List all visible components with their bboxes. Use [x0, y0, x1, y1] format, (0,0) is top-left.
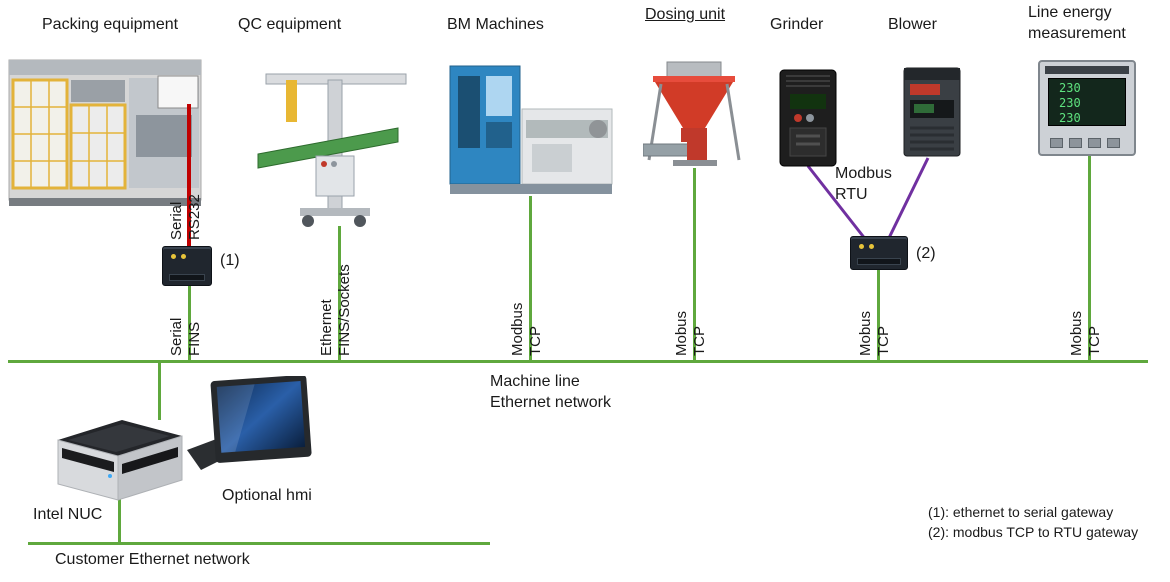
ethernet-fins-sockets-label: Ethernet FINS/Sockets — [318, 264, 354, 356]
ethernet-fins-sockets-label-line1: Ethernet — [318, 299, 335, 356]
customer-bus-line — [28, 542, 490, 545]
dosing-unit-label: Dosing unit — [645, 6, 726, 23]
bm-machines-image — [448, 64, 616, 199]
gateway-led-icon — [181, 254, 186, 259]
mobus-tcp-label-gw2-line2: TCP — [875, 326, 892, 356]
ethernet-fins-sockets-label-line2: FINS/Sockets — [336, 264, 353, 356]
modbus-tcp-label-bm: Modbus TCP — [509, 303, 545, 356]
note-1: (1): ethernet to serial gateway — [928, 504, 1114, 520]
qc-equipment-image — [248, 58, 416, 230]
nuc-drop-line — [158, 362, 161, 420]
grinder-image — [776, 68, 840, 170]
mobus-tcp-label-dosing-line2: TCP — [691, 326, 708, 356]
serial-rs232-line — [187, 104, 191, 246]
grinder-label: Grinder — [770, 16, 824, 33]
mobus-tcp-label-dosing-line1: Mobus — [673, 310, 690, 356]
line-energy-label-line1: Line energy — [1028, 4, 1112, 21]
modbus-rtu-label-line2: RTU — [835, 186, 868, 203]
qc-drop-line — [338, 226, 341, 362]
packing-drop-line — [188, 286, 191, 362]
dosing-drop-line — [693, 168, 696, 362]
serial-rs232-label: Serial RS232 — [168, 194, 204, 240]
serial-rs232-label-line2: RS232 — [186, 194, 203, 240]
gateway-port — [169, 274, 205, 281]
modbus-rtu-label-line1: Modbus — [835, 165, 892, 182]
bm-drop-line — [529, 196, 532, 362]
gateway1-ref-label: (1) — [220, 252, 240, 269]
meter-value-3: 230 — [1059, 111, 1081, 125]
serial-fins-label-line1: Serial — [168, 317, 185, 356]
hmi-monitor-image — [185, 376, 313, 480]
serial-gateway-device — [162, 246, 212, 286]
machine-ethernet-bus-line — [8, 360, 1148, 363]
blower-label: Blower — [888, 16, 937, 33]
machine-network-label: Machine line Ethernet network — [490, 371, 611, 413]
machine-network-label-line1: Machine line — [490, 373, 580, 390]
intel-nuc-image — [52, 410, 187, 502]
meter-display: 230 230 230 — [1048, 78, 1126, 126]
line-energy-label: Line energy measurement — [1028, 2, 1126, 44]
machine-network-label-line2: Ethernet network — [490, 394, 611, 411]
meter-buttons — [1050, 138, 1120, 148]
serial-rs232-label-line1: Serial — [168, 201, 185, 240]
serial-fins-label-line2: FINS — [186, 321, 203, 356]
meter-value-1: 230 — [1059, 81, 1081, 95]
meter-value-2: 230 — [1059, 96, 1081, 110]
packing-equipment-label: Packing equipment — [42, 16, 179, 33]
note-2: (2): modbus TCP to RTU gateway — [928, 524, 1139, 540]
optional-hmi-label: Optional hmi — [222, 487, 312, 504]
dosing-unit-image — [643, 60, 745, 172]
bm-machines-label: BM Machines — [447, 16, 544, 33]
mobus-tcp-label-energy-line2: TCP — [1086, 326, 1103, 356]
qc-equipment-label: QC equipment — [238, 16, 342, 33]
energy-drop-line — [1088, 152, 1091, 362]
customer-drop-line — [118, 495, 121, 545]
serial-fins-label: Serial FINS — [168, 318, 204, 356]
modbus-tcp-label-bm-line2: TCP — [527, 326, 544, 356]
blower-image — [898, 66, 966, 160]
mobus-tcp-label-dosing: Mobus TCP — [673, 311, 709, 356]
intel-nuc-label: Intel NUC — [33, 506, 103, 523]
mobus-tcp-label-gw2: Mobus TCP — [857, 311, 893, 356]
rtu-line-blower — [886, 157, 930, 241]
mobus-tcp-label-energy-line1: Mobus — [1068, 310, 1085, 356]
gateway-port — [857, 258, 901, 265]
modbus-rtu-label: Modbus RTU — [835, 163, 892, 205]
customer-network-label: Customer Ethernet network — [55, 551, 250, 568]
line-energy-label-line2: measurement — [1028, 25, 1126, 42]
energy-meter-image: 230 230 230 — [1038, 60, 1136, 156]
gateway-led-icon — [859, 244, 864, 249]
gw2-drop-line — [877, 268, 880, 362]
gateway-led-icon — [171, 254, 176, 259]
rtu-gateway-device — [850, 236, 908, 270]
mobus-tcp-label-gw2-line1: Mobus — [857, 310, 874, 356]
meter-brand-strip — [1045, 66, 1129, 74]
packing-equipment-image — [8, 50, 206, 212]
gateway-led-icon — [869, 244, 874, 249]
gateway2-ref-label: (2) — [916, 245, 936, 262]
modbus-tcp-label-bm-line1: Modbus — [509, 302, 526, 356]
mobus-tcp-label-energy: Mobus TCP — [1068, 311, 1104, 356]
